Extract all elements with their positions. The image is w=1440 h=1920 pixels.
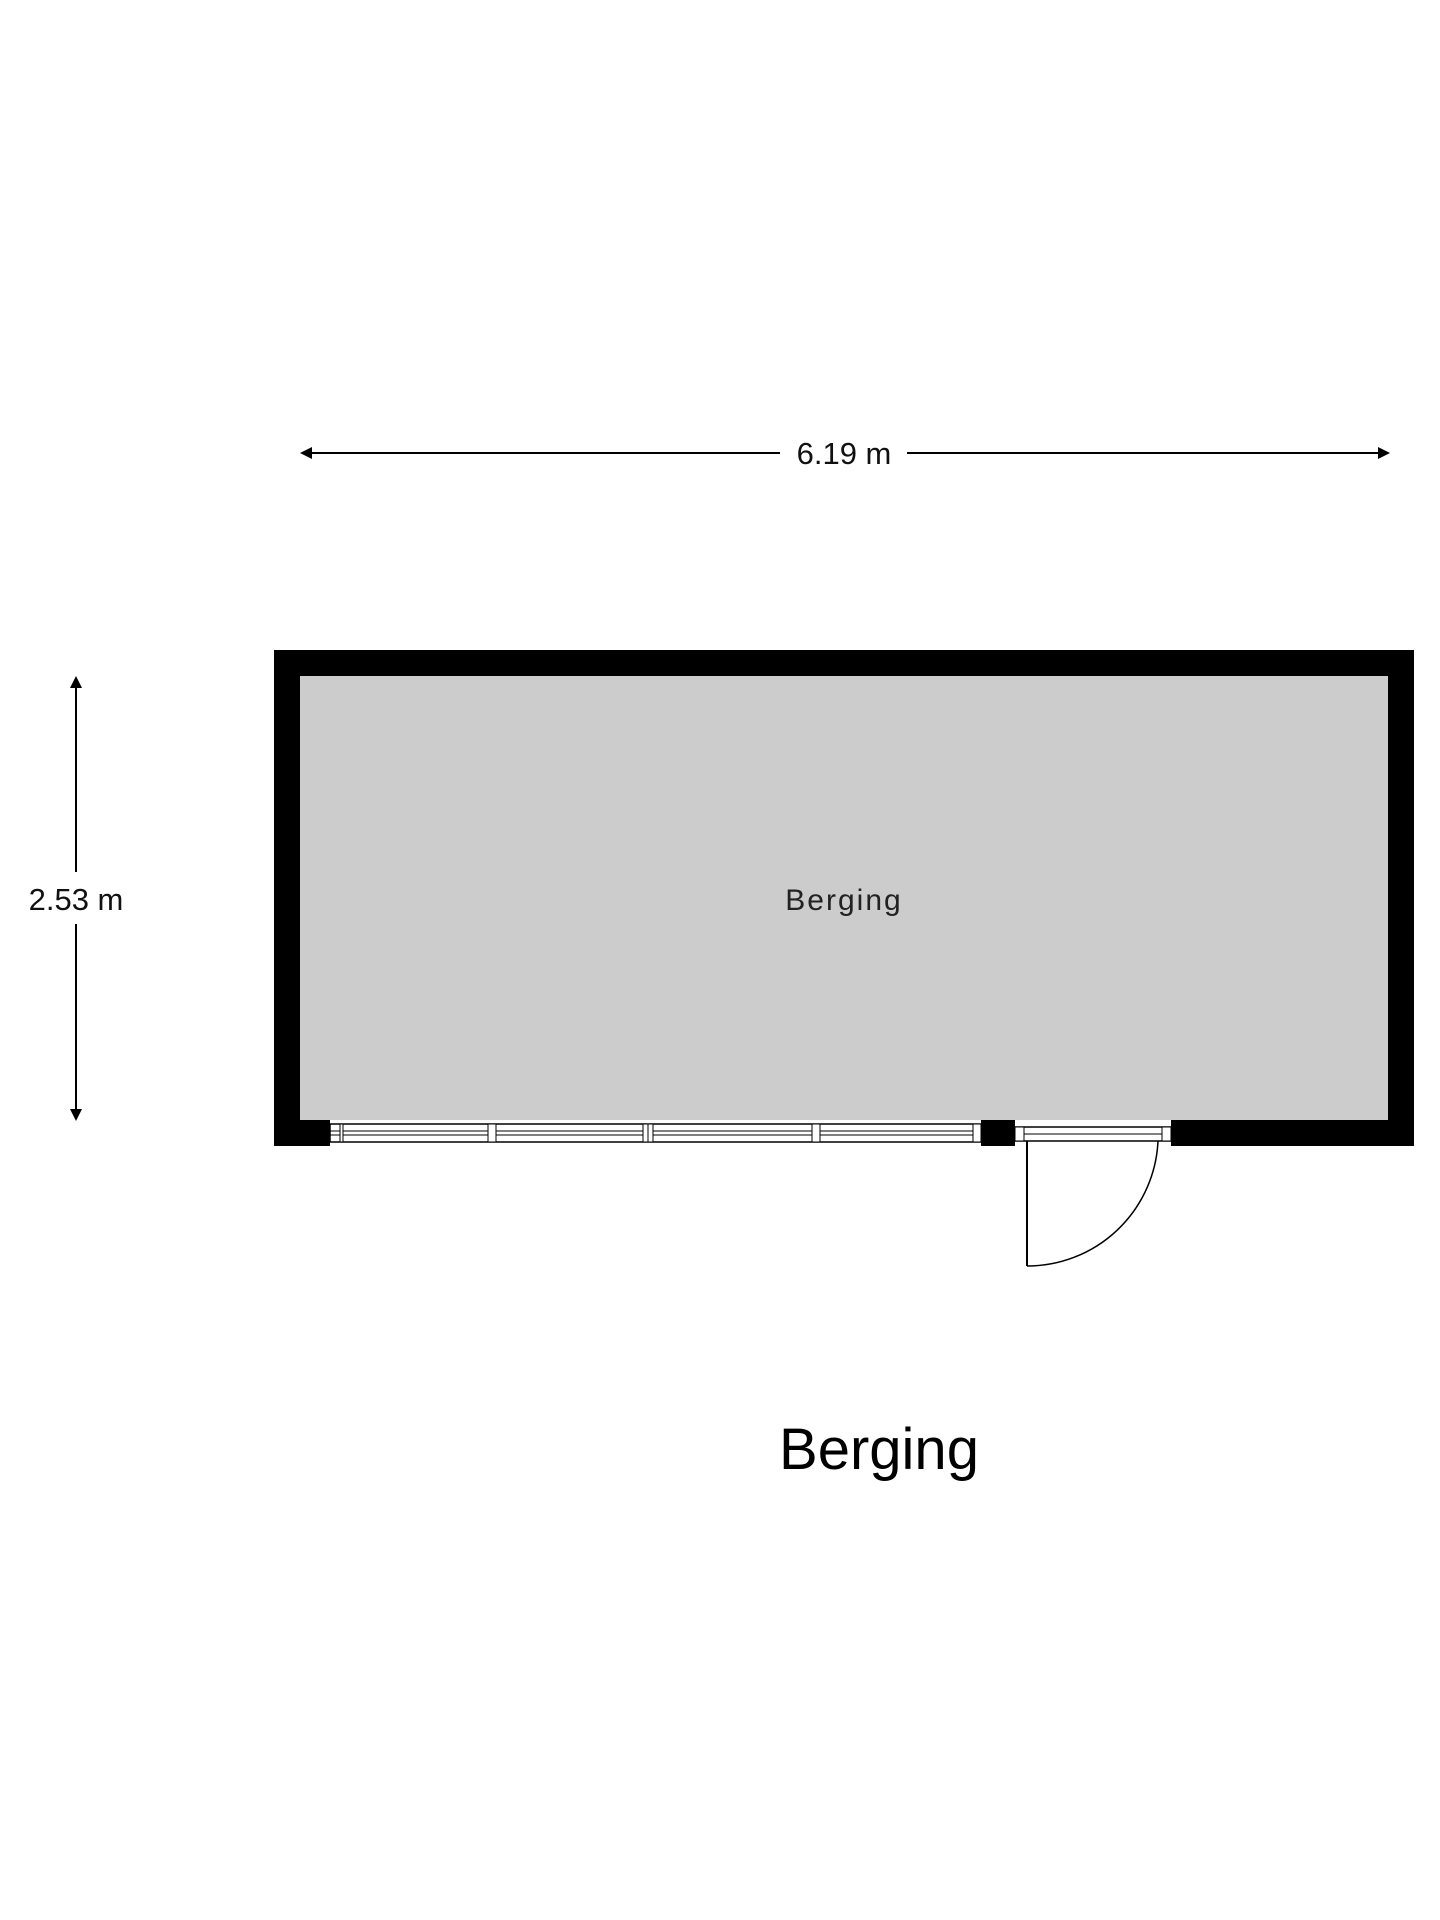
window-mullion-5 bbox=[972, 1123, 982, 1143]
room-label: Berging bbox=[785, 884, 902, 917]
door-jamb-left bbox=[1014, 1126, 1025, 1142]
plan-title: Berging bbox=[779, 1417, 979, 1482]
wall-pillar bbox=[981, 1120, 1015, 1146]
room-floor bbox=[300, 676, 1388, 1120]
door-jamb-right bbox=[1161, 1126, 1172, 1142]
window-strip bbox=[329, 1123, 982, 1143]
window-mullion-4 bbox=[811, 1123, 821, 1143]
window-mullion-1 bbox=[339, 1123, 344, 1143]
width-dimension: 6.19 m bbox=[300, 436, 1390, 471]
window-frame bbox=[329, 1123, 982, 1143]
door bbox=[1014, 1126, 1172, 1267]
width-dimension-label: 6.19 m bbox=[797, 436, 892, 471]
window-mullion-2 bbox=[487, 1123, 497, 1143]
height-dimension-label: 2.53 m bbox=[29, 882, 124, 917]
door-swing-arc bbox=[1026, 1140, 1159, 1267]
height-dimension: 2.53 m bbox=[29, 676, 124, 1121]
